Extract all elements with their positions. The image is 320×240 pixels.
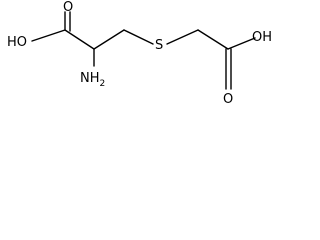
- bond-s-ch2: [166, 29, 199, 45]
- bond-c2-oh: [227, 37, 256, 50]
- atom-label-nh2: NH2: [80, 71, 105, 89]
- bond-c1-calpha: [64, 29, 95, 50]
- bond-ch2-s: [123, 29, 154, 45]
- right-carboxyl-group: OH O: [223, 30, 272, 107]
- atom-label-right-oh: OH: [252, 30, 272, 45]
- atom-label-right-o: O: [223, 92, 233, 107]
- bond-c1-o-single: [31, 29, 66, 42]
- atom-label-nh: NH: [80, 71, 100, 86]
- atom-label-left-o: O: [63, 0, 73, 15]
- atom-label-sulfur: S: [155, 38, 163, 53]
- carbon-backbone: [64, 29, 229, 50]
- atom-label-left-ho: HO: [7, 35, 27, 50]
- left-carboxyl-group: O HO: [7, 0, 73, 50]
- amino-group: NH2: [80, 48, 105, 89]
- chemical-structure-diagram: O HO NH2 S OH O: [7, 0, 272, 107]
- structure-canvas: O HO NH2 S OH O: [0, 0, 278, 119]
- bond-ch2-c2: [197, 29, 229, 50]
- atom-label-nh-subscript: 2: [100, 79, 106, 89]
- bond-calpha-ch2: [93, 29, 125, 50]
